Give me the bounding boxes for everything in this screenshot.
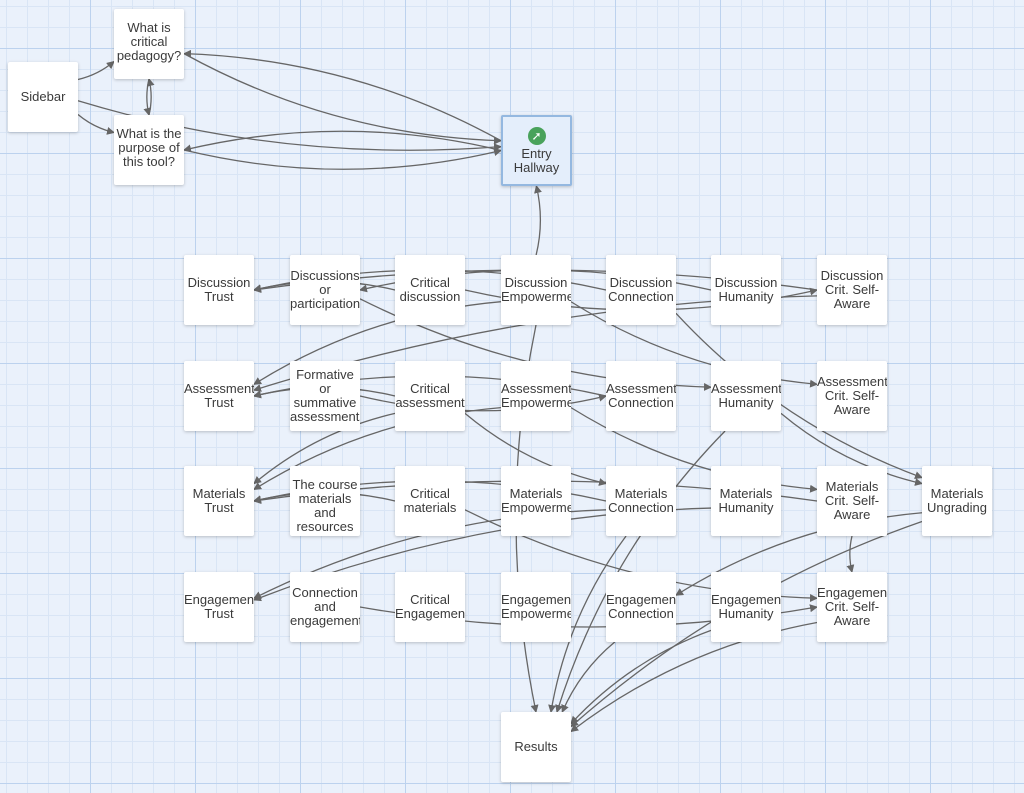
passage-label: Engagement Empowerment	[501, 592, 571, 621]
link-arrow	[359, 393, 607, 412]
passage-assessment-crit-self-aware[interactable]: Assessment Crit. Self-Aware	[817, 361, 887, 431]
link-arrow	[570, 407, 818, 493]
passage-formative-or-summative[interactable]: Formative or summative assessments	[290, 361, 360, 431]
link-arrow	[846, 535, 855, 573]
passage-discussion-humanity[interactable]: Discussion Humanity	[711, 255, 781, 325]
passage-assessment-connection[interactable]: Assessment Connection	[606, 361, 676, 431]
passage-critical-discussion[interactable]: Critical discussion	[395, 255, 465, 325]
passage-discussion-crit-self-aware[interactable]: Discussion Crit. Self-Aware	[817, 255, 887, 325]
link-arrow	[253, 406, 502, 490]
link-arrow	[780, 412, 923, 486]
passage-label: Discussion Trust	[187, 275, 251, 304]
passage-materials-trust[interactable]: Materials Trust	[184, 466, 254, 536]
passage-engagement-connection[interactable]: Engagement Connection	[606, 572, 676, 642]
link-arrow	[675, 512, 923, 596]
link-arrow	[183, 49, 502, 142]
link-arrow	[548, 535, 627, 713]
passage-label: Formative or summative assessments	[290, 367, 360, 424]
passage-materials-humanity[interactable]: Materials Humanity	[711, 466, 781, 536]
passage-engagement-empowerment[interactable]: Engagement Empowerment	[501, 572, 571, 642]
passage-label: Discussion Empowerment	[501, 275, 571, 304]
passage-critical-materials[interactable]: Critical materials	[395, 466, 465, 536]
passage-engagement-crit-self-aware[interactable]: Engagement Crit. Self-Aware	[817, 572, 887, 642]
passage-entry-hallway[interactable]: ➚ Entry Hallway	[501, 115, 572, 186]
passage-label: Discussions or participation	[290, 268, 360, 311]
passage-assessment-empowerment[interactable]: Assessment Empowerment	[501, 361, 571, 431]
link-arrow	[555, 430, 726, 713]
passage-label: Assessment Trust	[184, 381, 254, 410]
passage-label: Discussion Crit. Self-Aware	[820, 268, 884, 311]
link-arrow	[143, 78, 152, 116]
passage-discussion-trust[interactable]: Discussion Trust	[184, 255, 254, 325]
passage-label: Connection and engagement	[290, 585, 360, 628]
passage-label: Assessment Humanity	[711, 381, 781, 410]
link-arrow	[146, 78, 155, 116]
passage-label: Materials Empowerment	[501, 486, 571, 515]
passage-materials-connection[interactable]: Materials Connection	[606, 466, 676, 536]
link-arrow	[183, 53, 502, 145]
passage-label: Engagement Humanity	[711, 592, 781, 621]
passage-connection-and-engagement[interactable]: Connection and engagement	[290, 572, 360, 642]
passage-label: Critical materials	[403, 486, 457, 515]
passage-assessment-trust[interactable]: Assessment Trust	[184, 361, 254, 431]
passage-critical-engagement[interactable]: Critical Engagement	[395, 572, 465, 642]
passage-label: Materials Trust	[192, 486, 246, 515]
link-arrow	[464, 412, 607, 486]
link-arrow	[183, 130, 502, 153]
passage-label: Materials Connection	[608, 486, 674, 515]
passage-materials-ungrading[interactable]: Materials Ungrading	[922, 466, 992, 536]
link-arrow	[570, 301, 818, 388]
passage-engagement-humanity[interactable]: Engagement Humanity	[711, 572, 781, 642]
passage-label: Materials Crit. Self-Aware	[824, 479, 880, 522]
passage-purpose-of-tool[interactable]: What is the purpose of this tool?	[114, 115, 184, 185]
rocket-icon: ➚	[527, 126, 546, 145]
passage-label: Critical discussion	[399, 275, 461, 304]
passage-course-materials[interactable]: The course materials and resources	[290, 466, 360, 536]
passage-label: Sidebar	[20, 89, 66, 104]
passage-label: Discussion Connection	[608, 275, 674, 304]
link-arrow	[570, 621, 818, 733]
passage-discussion-empowerment[interactable]: Discussion Empowerment	[501, 255, 571, 325]
passage-label: Results	[514, 739, 558, 754]
passage-discussion-connection[interactable]: Discussion Connection	[606, 255, 676, 325]
passage-critical-assessment[interactable]: Critical assessment	[395, 361, 465, 431]
passage-label: Materials Ungrading	[927, 486, 987, 515]
passage-what-is-critical-pedagogy[interactable]: What is critical pedagogy?	[114, 9, 184, 79]
link-arrow	[77, 114, 115, 135]
passage-materials-crit-self-aware[interactable]: Materials Crit. Self-Aware	[817, 466, 887, 536]
passage-label: What is critical pedagogy?	[116, 20, 182, 63]
passage-label: Critical assessment	[395, 381, 465, 410]
passage-label: Entry Hallway	[513, 145, 560, 175]
passage-label: Discussion Humanity	[714, 275, 778, 304]
passage-label: Assessment Empowerment	[501, 381, 571, 410]
passage-label: Engagement Crit. Self-Aware	[817, 585, 887, 628]
passage-label: Critical Engagement	[395, 592, 465, 621]
link-arrow	[675, 312, 923, 479]
passage-engagement-trust[interactable]: Engagement Trust	[184, 572, 254, 642]
link-arrow	[183, 148, 502, 170]
link-arrow	[253, 301, 502, 385]
passage-label: Engagement Trust	[184, 592, 254, 621]
passage-label: Assessment Crit. Self-Aware	[817, 374, 887, 417]
passage-label: Engagement Connection	[606, 592, 676, 621]
link-arrow	[534, 185, 542, 256]
passage-assessment-humanity[interactable]: Assessment Humanity	[711, 361, 781, 431]
passage-results[interactable]: Results	[501, 712, 571, 782]
passage-discussions-or-participation[interactable]: Discussions or participation	[290, 255, 360, 325]
link-arrow	[253, 412, 396, 485]
passage-label: What is the purpose of this tool?	[116, 126, 182, 169]
link-arrow	[570, 629, 712, 725]
passage-materials-empowerment[interactable]: Materials Empowerment	[501, 466, 571, 536]
passage-label: Assessment Connection	[606, 381, 676, 410]
link-arrow	[77, 60, 115, 81]
passage-sidebar[interactable]: Sidebar	[8, 62, 78, 132]
passage-label: Materials Humanity	[718, 486, 774, 515]
passage-label: The course materials and resources	[292, 477, 358, 534]
link-arrow	[561, 641, 616, 713]
